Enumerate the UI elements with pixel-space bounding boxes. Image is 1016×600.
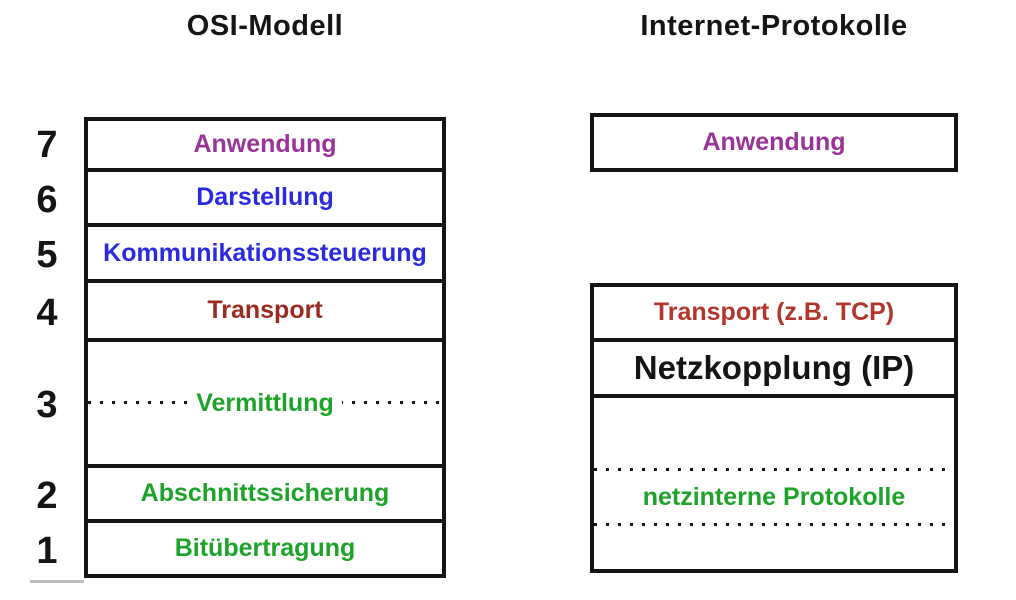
osi-layer-stack: Anwendung Darstellung Kommunikationssteu… [84,117,446,578]
internet-internal-protocols-row: netzinterne Protokolle [594,398,954,569]
internet-transport-row: Transport (z.B. TCP) [594,287,954,342]
internet-netzkopplung-row: Netzkopplung (IP) [594,342,954,398]
osi-layer-label: Darstellung [196,183,334,211]
internet-protocols-title: Internet-Protokolle [640,10,908,42]
osi-layer-row-bituebertragung: Bitübertragung [88,523,442,574]
osi-layer-number-7: 7 [36,124,58,166]
osi-layer-row-vermittlung: Vermittlung [88,342,442,468]
osi-layer-number-5: 5 [36,234,58,276]
osi-layer-label: Bitübertragung [174,534,356,562]
osi-layer-number-6: 6 [36,179,58,221]
osi-layer-row-abschnittssicherung: Abschnittssicherung [88,468,442,523]
dotted-divider-line [594,468,954,471]
internet-protocol-stack: Transport (z.B. TCP) Netzkopplung (IP) n… [590,283,958,573]
osi-layer-number-3: 3 [36,384,58,426]
internet-application-box: Anwendung [590,113,958,172]
osi-layer-label: Kommunikationssteuerung [103,238,427,267]
osi-layer-row-transport: Transport [88,283,442,342]
internet-box-label: Transport (z.B. TCP) [653,298,895,326]
osi-layer-number-1: 1 [36,530,58,572]
internet-box-label: Netzkopplung (IP) [633,349,915,386]
osi-layer-row-kommunikationssteuerung: Kommunikationssteuerung [88,227,442,283]
osi-layer-number-2: 2 [36,475,58,517]
osi-layer-label: Abschnittssicherung [140,479,390,507]
osi-layer-label: Vermittlung [188,388,342,418]
osi-layer-label: Anwendung [193,130,337,158]
dotted-divider-line [594,523,954,526]
osi-layer-row-anwendung: Anwendung [88,121,442,172]
osi-layer-number-4: 4 [36,292,58,334]
internet-box-label: Anwendung [702,128,846,156]
osi-model-title: OSI-Modell [186,10,344,42]
stray-line-fragment [30,580,84,583]
internet-box-label: netzinterne Protokolle [642,483,906,511]
osi-layer-label: Transport [207,296,323,324]
osi-layer-row-darstellung: Darstellung [88,172,442,227]
